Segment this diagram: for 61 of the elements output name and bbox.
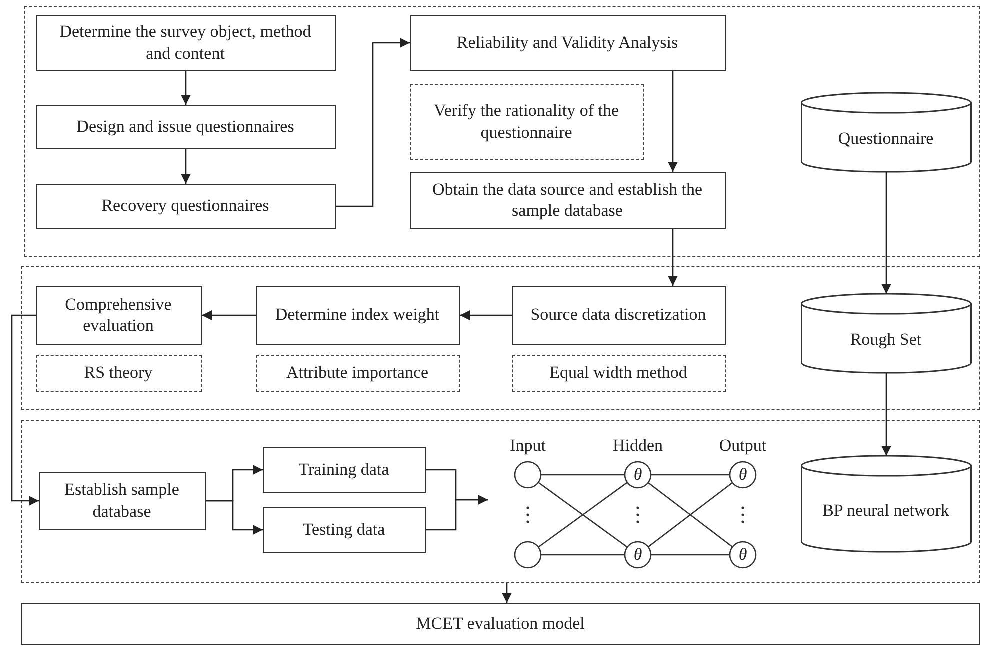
node-label: MCET evaluation model	[415, 613, 586, 635]
node-label: Recovery questionnaires	[100, 195, 270, 217]
node-label: Design and issue questionnaires	[76, 116, 296, 138]
layer-label: Hidden	[612, 436, 664, 456]
neuron-symbol: θ	[634, 465, 642, 485]
node-label: Establish sample database	[64, 479, 180, 522]
process-box	[262, 446, 426, 492]
node-label: Obtain the data source and establish the sample database	[431, 178, 704, 222]
arrow	[336, 38, 410, 208]
database-cylinder	[800, 456, 972, 552]
node-label: Source data discretization	[530, 304, 708, 326]
process-box	[38, 472, 206, 530]
node-label: Determine index weight	[274, 304, 441, 326]
arrow	[668, 71, 678, 172]
process-box	[256, 286, 460, 344]
neuron-symbol: θ	[634, 545, 642, 565]
layer-label: Output	[719, 436, 767, 456]
arrow	[206, 500, 263, 535]
dashed-panel	[24, 6, 980, 257]
node-label: Determine the survey object, method and content	[58, 21, 312, 64]
arrow	[181, 71, 191, 105]
arrow	[11, 314, 39, 506]
result-box	[21, 603, 980, 645]
process-box	[36, 104, 336, 148]
node-label: Training data	[298, 458, 390, 480]
arrow	[202, 310, 256, 320]
database-cylinder	[800, 92, 972, 172]
note-text: Verify the rationality of the questionnaire	[432, 100, 620, 143]
note-box	[410, 84, 644, 160]
arrow	[502, 583, 512, 603]
arrow	[882, 373, 892, 456]
dashed-panel	[21, 420, 980, 583]
note-text: RS theory	[83, 362, 154, 384]
note-text: Attribute importance	[285, 362, 430, 384]
layer-label: Input	[510, 436, 546, 456]
database-cylinder	[800, 294, 972, 372]
arrow	[181, 149, 191, 184]
node-label: Comprehensive evaluation	[64, 294, 173, 336]
process-box	[36, 184, 336, 228]
process-box	[410, 172, 726, 228]
node-label: Questionnaire	[837, 128, 935, 150]
arrow	[460, 310, 512, 320]
process-box	[36, 286, 202, 344]
neuron-symbol: θ	[738, 545, 748, 565]
arrow	[882, 172, 892, 294]
note-text: Equal width method	[548, 362, 688, 384]
process-box	[262, 506, 426, 552]
process-box	[410, 14, 726, 70]
node-label: Rough Set	[849, 329, 923, 351]
arrow	[668, 229, 678, 286]
neuron-symbol: θ	[738, 465, 748, 485]
arrow	[426, 495, 488, 531]
process-box	[36, 14, 336, 70]
note-box	[36, 354, 202, 392]
note-box	[256, 354, 460, 392]
node-label: Reliability and Validity Analysis	[456, 32, 680, 54]
note-box	[512, 354, 726, 392]
dashed-panel	[21, 266, 980, 410]
process-box	[512, 286, 726, 344]
node-label: BP neural network	[822, 500, 950, 522]
node-label: Testing data	[302, 518, 386, 540]
